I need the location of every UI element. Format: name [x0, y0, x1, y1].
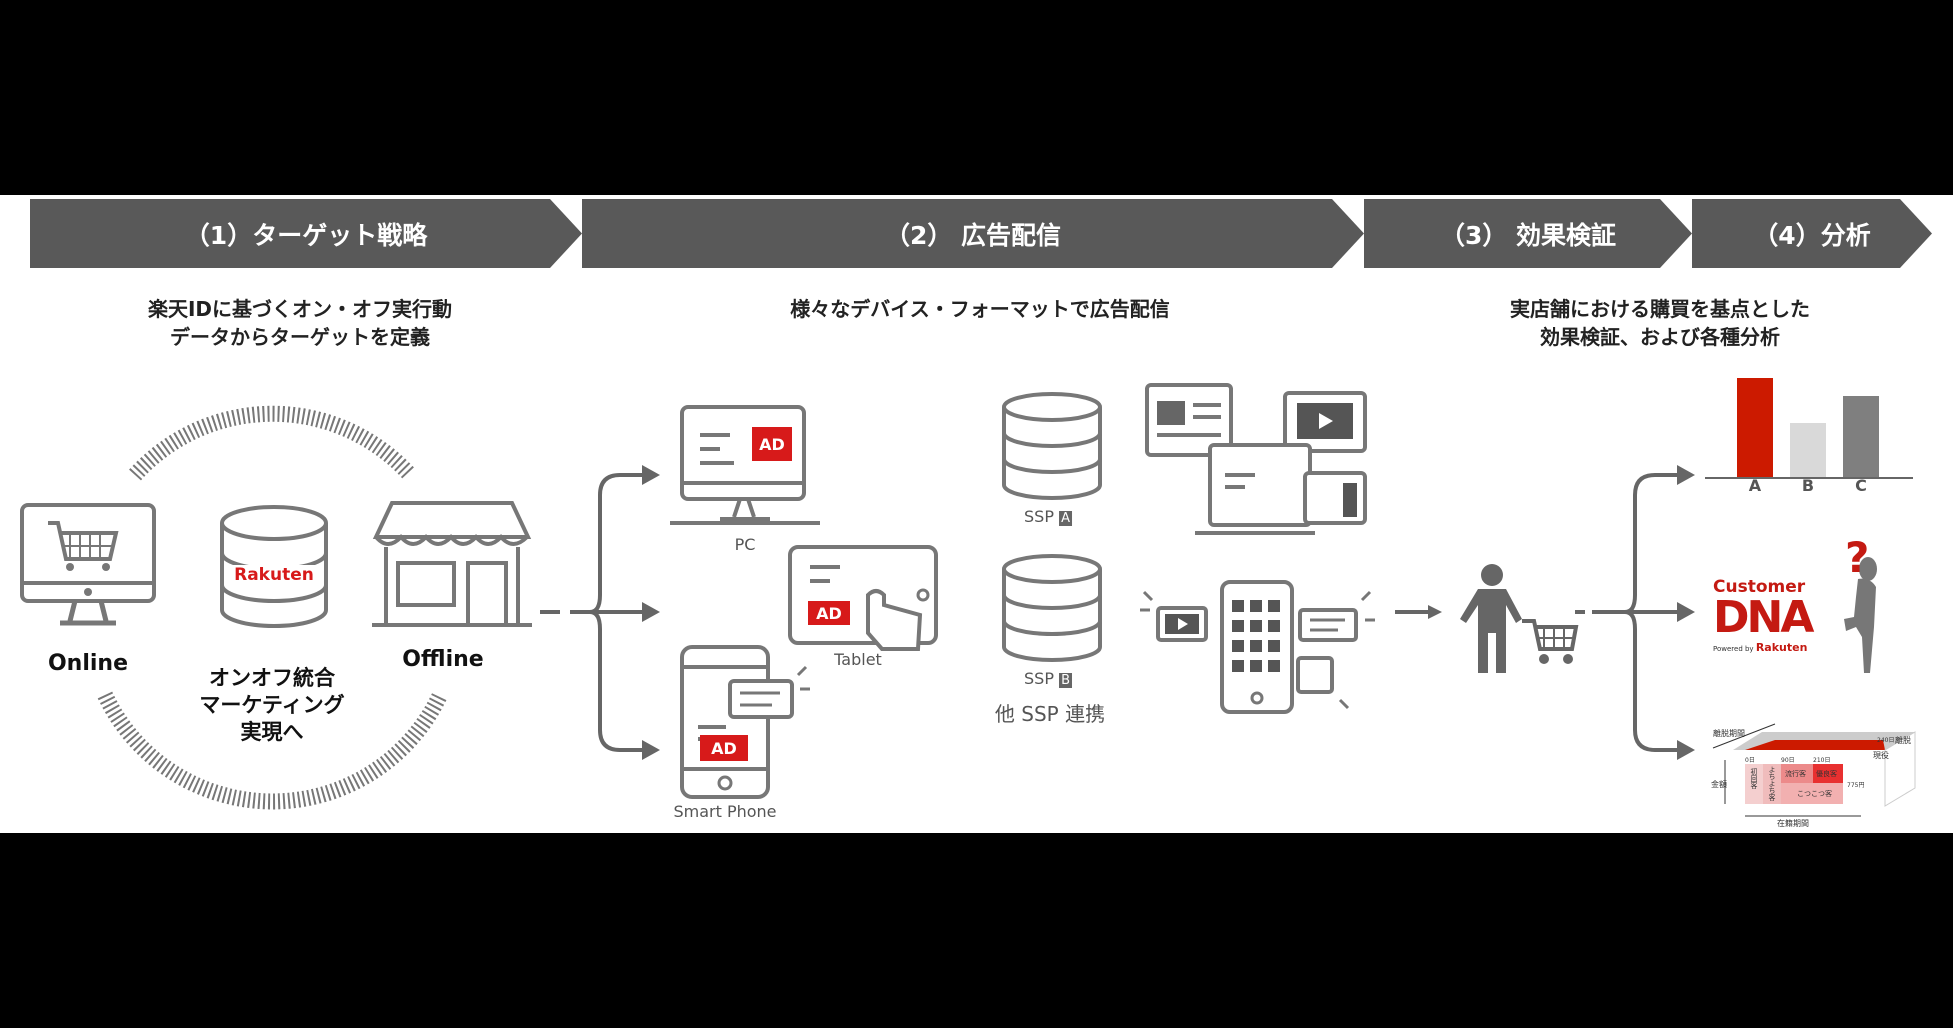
matrix-amount-value: 775円	[1847, 782, 1865, 789]
other-ssp-label: 他 SSP 連携	[994, 702, 1106, 726]
dna-line1: Customer	[1713, 577, 1806, 597]
matrix-active: 現役	[1873, 751, 1889, 760]
matrix-cell-steady: こつこつ客	[1797, 790, 1832, 798]
subtitle-line: データからターゲットを定義	[170, 325, 430, 349]
ad-badge-tablet: AD	[808, 601, 850, 625]
bar-C	[1843, 396, 1879, 478]
matrix-cell-trend: 流行客	[1785, 770, 1806, 778]
branch-arrows	[540, 465, 1695, 760]
subtitle-line: 効果検証、および各種分析	[1540, 325, 1780, 349]
matrix-d90: 90日	[1781, 757, 1795, 764]
bar-label-B: B	[1802, 476, 1814, 495]
matrix-amount: 金額	[1711, 780, 1727, 789]
bar-label-C: C	[1855, 476, 1867, 495]
dna-line2: DNA	[1713, 592, 1814, 643]
ssp-text: SSP	[1024, 507, 1054, 526]
matrix-tenure: 在籍期間	[1777, 819, 1809, 828]
center-line: マーケティング	[199, 693, 345, 717]
matrix-cell-loyal: 優良客	[1816, 770, 1837, 778]
online-cart-monitor-icon	[20, 503, 156, 626]
matrix-d210: 210日	[1813, 757, 1831, 764]
diagram-canvas: （1）ターゲット戦略 （2） 広告配信 （3） 効果検証 （4）分析 楽天IDに…	[0, 195, 1953, 833]
center-line: オンオフ統合	[209, 666, 335, 690]
web-ad-formats-icon	[1145, 383, 1367, 535]
analysis-bar-chart: A B C	[1705, 378, 1913, 495]
onoff-center-text: オンオフ統合 マーケティング 実現へ	[172, 665, 372, 746]
ssp-a-database-icon	[1002, 392, 1102, 500]
offline-label: Offline	[402, 647, 484, 672]
dna-brand: Rakuten	[1755, 641, 1808, 654]
bar-A	[1737, 378, 1773, 478]
center-line: 実現へ	[240, 720, 304, 744]
tablet-touch-icon	[788, 545, 938, 651]
smartphone-icon	[680, 645, 810, 799]
ssp-b-badge: B	[1059, 673, 1072, 688]
step-analysis: （4）分析	[1692, 199, 1932, 268]
customer-dna-logo: Customer DNA Powered by Rakuten	[1713, 577, 1814, 654]
online-label: Online	[47, 651, 129, 676]
subtitle-delivery: 様々なデバイス・フォーマットで広告配信	[700, 295, 1260, 323]
ssp-b-label: SSP B	[1024, 669, 1072, 688]
shopper-with-cart-icon	[1460, 564, 1579, 673]
cycle-arcs-icon	[97, 405, 448, 810]
ssp-a-label: SSP A	[1024, 507, 1072, 526]
smartphone-label: Smart Phone	[673, 802, 777, 821]
matrix-d240: 240日	[1877, 737, 1895, 744]
tablet-label: Tablet	[834, 650, 882, 669]
question-mark: ?	[1845, 533, 1870, 582]
ssp-text: SSP	[1024, 669, 1054, 688]
matrix-d0: 0日	[1745, 757, 1755, 764]
pc-label: PC	[734, 535, 756, 554]
subtitle-line: 楽天IDに基づくオン・オフ実行動	[147, 297, 453, 321]
customer-matrix: 離脱期間 金額 在籍期間 0日 90日 210日 240日 離脱 現役 775円…	[1705, 720, 1916, 830]
subtitle-target: 楽天IDに基づくオン・オフ実行動 データからターゲットを定義	[80, 295, 520, 351]
step-ad-delivery: （2） 広告配信	[582, 199, 1364, 268]
mobile-ad-formats-icon	[1140, 580, 1375, 714]
matrix-churn-period: 離脱期間	[1713, 729, 1745, 738]
step-effect-verification: （3） 効果検証	[1364, 199, 1692, 268]
woman-silhouette-icon	[1844, 557, 1877, 673]
ad-badge-phone: AD	[700, 735, 748, 761]
subtitle-line: 実店舗における購買を基点とした	[1510, 297, 1810, 321]
bar-label-A: A	[1749, 476, 1762, 495]
rakuten-logo: Rakuten	[232, 565, 316, 585]
subtitle-verification: 実店舗における購買を基点とした 効果検証、および各種分析	[1430, 295, 1890, 351]
matrix-churn: 離脱	[1895, 736, 1911, 745]
matrix-cube-icon	[1712, 723, 1916, 817]
ssp-b-database-icon	[1002, 554, 1102, 662]
store-icon	[372, 501, 532, 627]
dna-powered: Powered by	[1713, 645, 1754, 653]
bar-B	[1790, 423, 1826, 478]
matrix-cell-first: 初回客	[1750, 768, 1758, 789]
step-target-strategy: （1）ターゲット戦略	[30, 199, 582, 268]
ad-badge-pc: AD	[752, 427, 792, 461]
pc-monitor-icon	[670, 405, 820, 525]
ssp-a-badge: A	[1059, 511, 1072, 526]
matrix-cell-toddler: よちよち客	[1768, 766, 1776, 801]
subtitle-line: 様々なデバイス・フォーマットで広告配信	[790, 297, 1170, 321]
